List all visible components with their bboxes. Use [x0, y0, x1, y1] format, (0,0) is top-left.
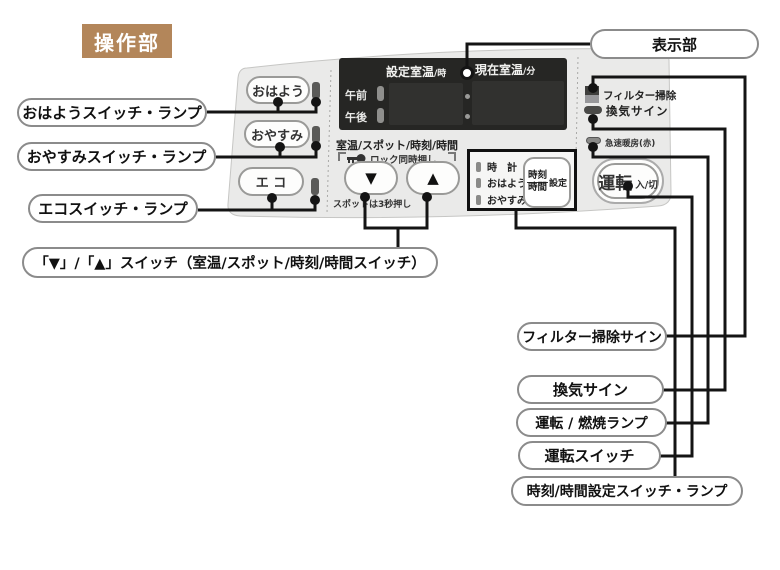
- current-temp-unit: /分: [523, 67, 536, 77]
- callout-power-lamp: 運転 / 燃焼ランプ: [516, 408, 667, 437]
- section-tag: 操作部: [82, 24, 172, 58]
- rapid-heat-label: 急速暖房(赤): [605, 139, 656, 149]
- oyasumi-time-lamp-icon: [476, 194, 481, 205]
- set-temp-digits: [389, 83, 463, 125]
- am-label: 午前: [345, 89, 367, 102]
- colon-dot-bottom: [465, 114, 470, 119]
- down-arrow-icon: ▼: [365, 169, 377, 187]
- time-set-fraction: 時刻時間: [526, 170, 548, 193]
- time-set-button: 時刻時間 設定: [523, 157, 571, 208]
- up-arrow-button: ▲: [406, 161, 460, 195]
- lcd-display: 設定室温/時 現在室温/分 午前 午後: [339, 58, 567, 130]
- selector-title: 室温/スポット/時刻/時間: [336, 139, 459, 152]
- set-temp-unit: /時: [434, 69, 447, 79]
- pm-label: 午後: [345, 111, 367, 124]
- clock-row-label: 時 計: [487, 163, 517, 174]
- ohayou-lamp-icon: [312, 82, 320, 99]
- down-arrow-button: ▼: [344, 161, 398, 195]
- filter-clean-label: フィルター掃除: [603, 90, 677, 102]
- oyasumi-lamp-icon: [312, 126, 320, 143]
- power-button: 運転 入/切: [592, 158, 664, 204]
- clock-setting-box: 時 計 おはよう時刻 おやすみ時間 時刻時間 設定: [467, 149, 577, 211]
- power-onoff-label: 入/切: [635, 180, 658, 191]
- filter-clean-icon: [585, 86, 599, 95]
- pm-lamp-icon: [377, 108, 384, 123]
- callout-display: 表示部: [590, 29, 759, 59]
- callout-oyasumi-switch: おやすみスイッチ・ランプ: [17, 142, 216, 171]
- lock-bracket-left: [338, 152, 346, 161]
- clock-row: 時 計: [476, 159, 517, 174]
- callout-ohayou-switch: おはようスイッチ・ランプ: [17, 98, 207, 127]
- callout-eco-switch: エコスイッチ・ランプ: [28, 194, 198, 223]
- rapid-heat-icon: [586, 137, 601, 144]
- current-temp-label: 現在室温/分: [475, 63, 536, 77]
- set-temp-label: 設定室温/時: [386, 65, 447, 79]
- vent-sign-label: 換気サイン: [606, 104, 669, 118]
- eco-lamp-icon: [311, 178, 319, 195]
- vent-sign-icon: [584, 106, 602, 114]
- eco-button: エ コ: [238, 167, 304, 196]
- dot-eco-lamp: [310, 195, 320, 205]
- callout-vent-sign: 換気サイン: [517, 375, 664, 404]
- ohayou-time-lamp-icon: [476, 177, 481, 188]
- line-eco: [198, 201, 317, 212]
- am-lamp-icon: [377, 86, 384, 101]
- filter-clean-icon-base: [585, 95, 599, 103]
- callout-arrow-switch: 「▼」/「▲」スイッチ（室温/スポット/時刻/時間スイッチ）: [22, 247, 438, 278]
- clock-lamp-icon: [476, 161, 481, 172]
- callout-timeset-switch: 時刻/時間設定スイッチ・ランプ: [511, 476, 743, 506]
- ohayou-button: おはよう: [246, 76, 310, 104]
- up-arrow-icon: ▲: [427, 169, 439, 187]
- lock-bracket-right: [448, 152, 456, 161]
- line-ohayou: [207, 103, 318, 114]
- dot-vent: [588, 114, 598, 124]
- time-set-suffix: 設定: [549, 179, 568, 189]
- callout-power-switch: 運転スイッチ: [518, 441, 661, 470]
- panel-divider-left: [326, 69, 332, 214]
- oyasumi-button: おやすみ: [244, 120, 310, 148]
- line-oyasumi: [216, 147, 318, 159]
- current-temp-digits: [472, 81, 564, 125]
- spot-note: スポットは3秒押し: [333, 200, 412, 210]
- callout-filter-sign: フィルター掃除サイン: [517, 322, 667, 351]
- power-button-label: 運転: [598, 173, 633, 194]
- colon-dot-top: [465, 94, 470, 99]
